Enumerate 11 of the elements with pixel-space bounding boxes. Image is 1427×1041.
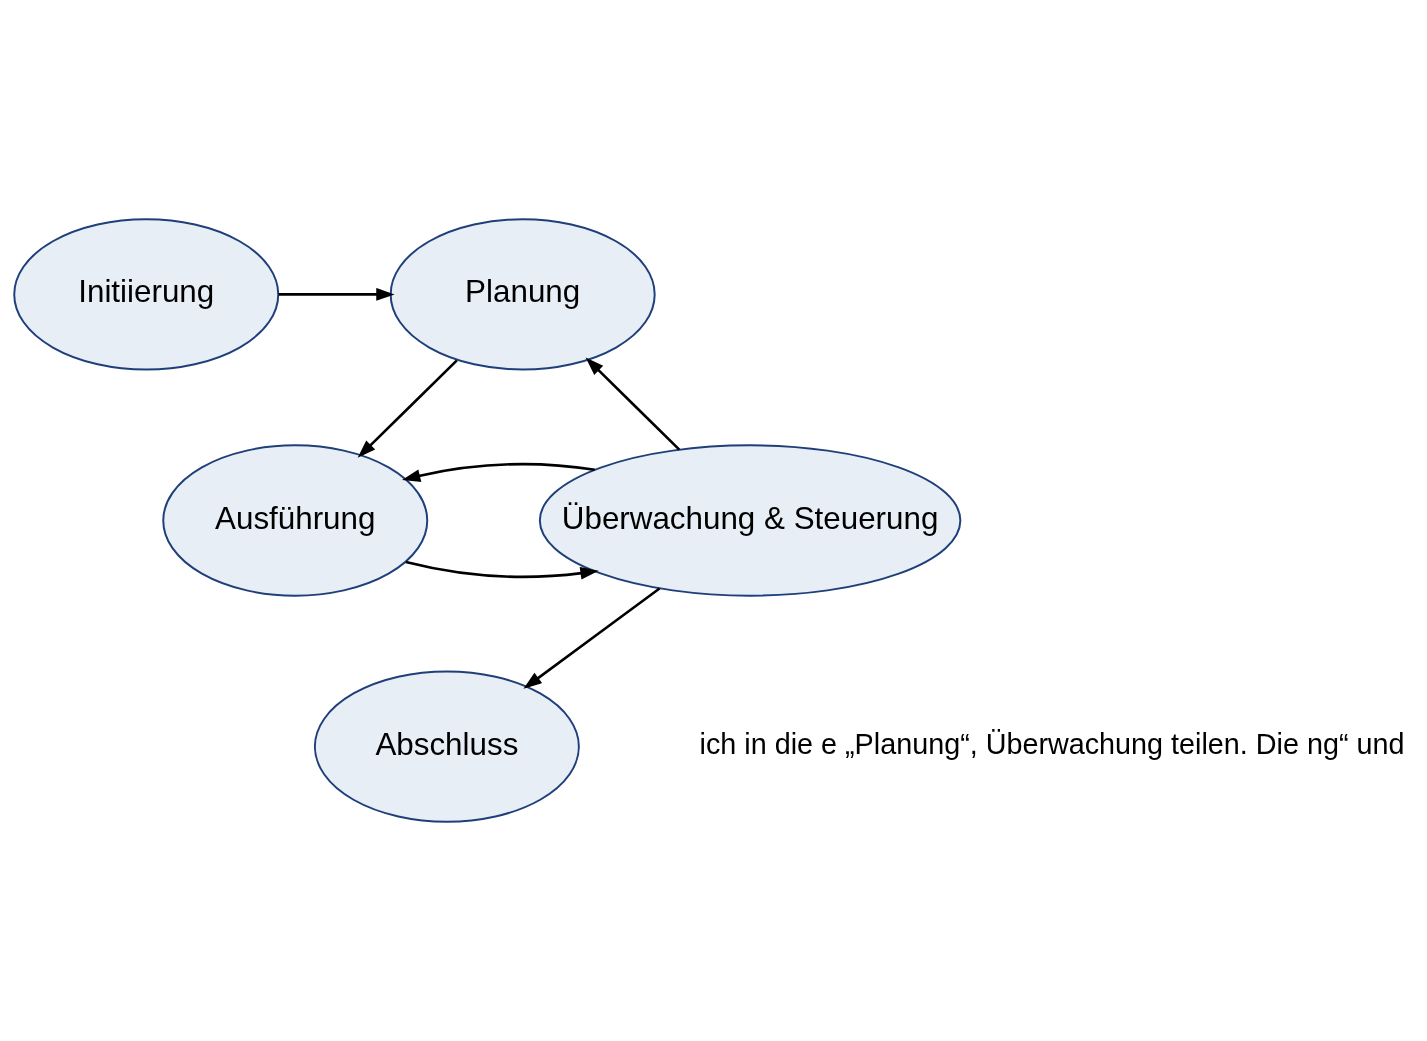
- arrow: [357, 359, 458, 458]
- node-ellipse: Ausführung: [162, 444, 429, 597]
- node-ellipse: Überwachung & Steuerung: [538, 444, 962, 597]
- node-ellipse: Initiierung: [13, 218, 280, 371]
- arrow: [278, 287, 395, 301]
- arrow: [523, 587, 661, 689]
- arrow: [402, 462, 595, 482]
- label: ich in die e „Planung“, Überwachung teilen. Die ng“ und: [699, 727, 1405, 760]
- arrow: [405, 560, 599, 580]
- node-ellipse: Planung: [389, 218, 656, 371]
- arrow: [585, 357, 681, 451]
